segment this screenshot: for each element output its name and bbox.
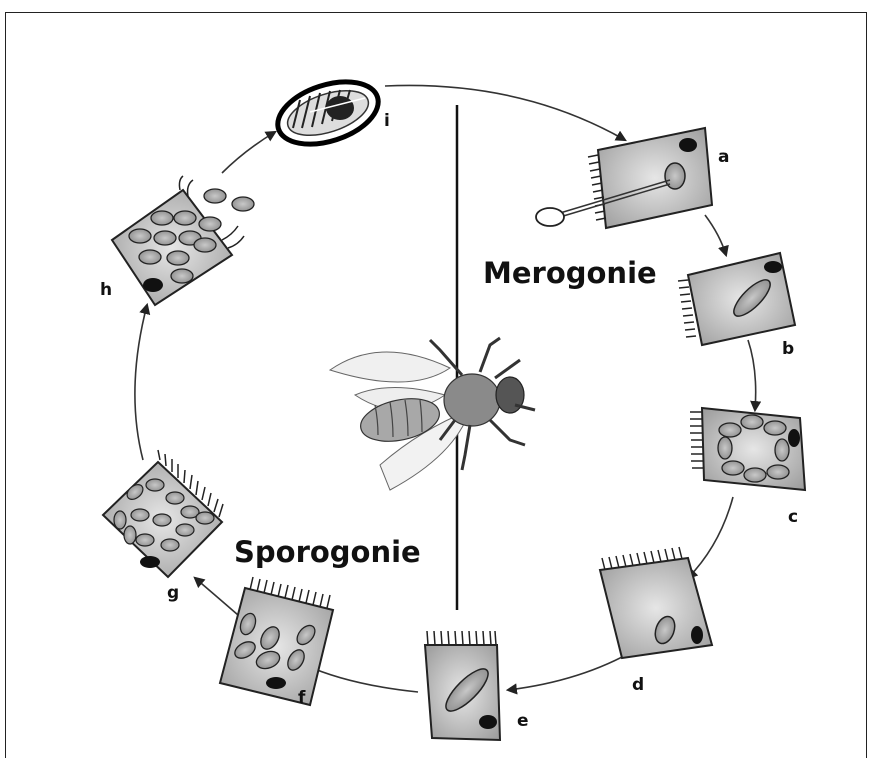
stage-label-g: g: [167, 583, 179, 603]
stage-h-cell: [112, 176, 254, 305]
phase-label-merogonie: Merogonie: [483, 256, 657, 290]
phase-label-sporogonie: Sporogonie: [234, 535, 421, 569]
stage-label-e: e: [517, 711, 529, 731]
stage-b-cell: [678, 253, 795, 345]
stage-label-a: a: [718, 147, 729, 167]
stage-c-cell: [690, 408, 805, 490]
stage-i-spore: [270, 70, 386, 155]
stage-label-c: c: [788, 507, 798, 527]
stage-g-cell: [103, 450, 223, 577]
stage-d-cell: [600, 547, 712, 658]
bee-illustration: [330, 338, 535, 490]
stage-e-cell: [425, 631, 500, 740]
stage-label-h: h: [100, 280, 112, 300]
stage-f-cell: [220, 577, 333, 705]
stage-label-b: b: [782, 339, 794, 359]
stage-label-d: d: [632, 675, 644, 695]
stage-label-f: f: [298, 688, 306, 708]
stage-a-cell: [536, 128, 712, 228]
stage-label-i: i: [384, 111, 390, 131]
